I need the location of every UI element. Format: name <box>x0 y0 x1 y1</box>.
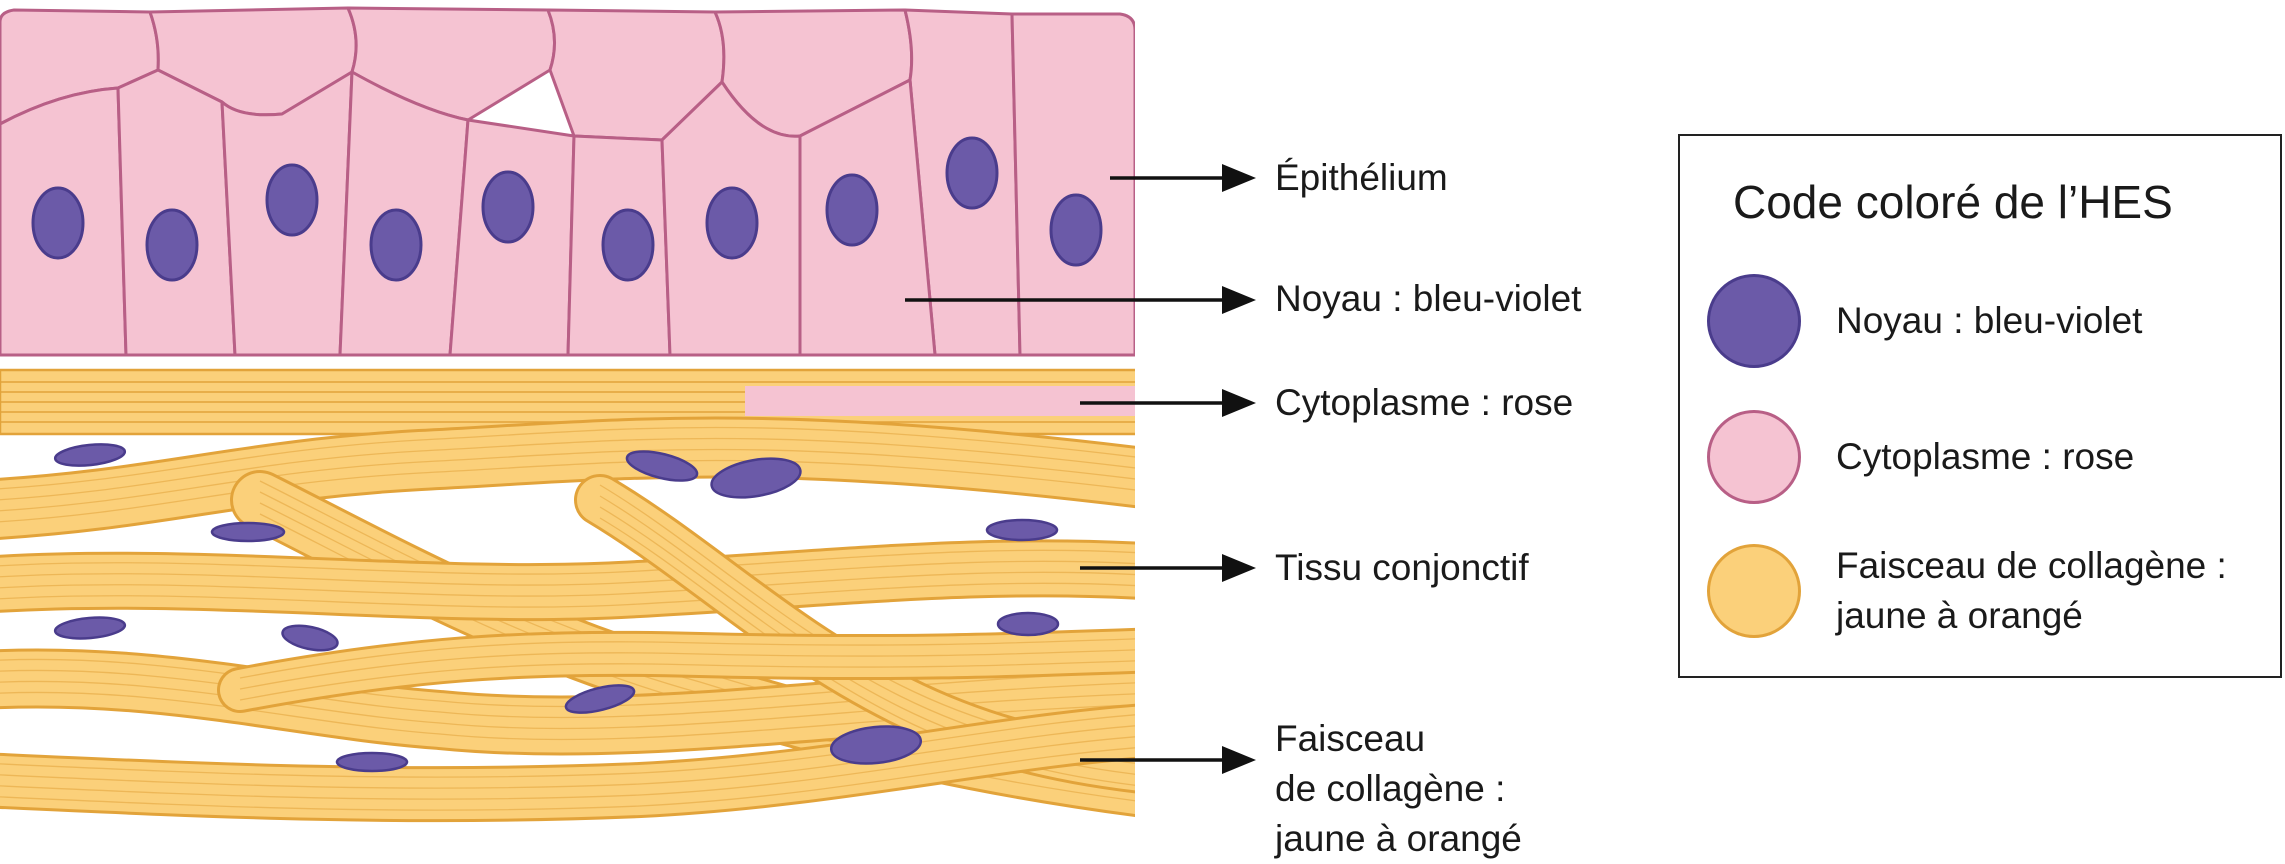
cell-nucleus <box>265 163 319 237</box>
fibroblast-nucleus <box>210 521 286 543</box>
collagen-fiber <box>599 517 1135 786</box>
arrow-cytoplasm-head <box>1222 389 1256 417</box>
fibroblast-nucleus <box>335 751 409 773</box>
callout-nucleus: Noyau : bleu-violet <box>1275 278 1582 319</box>
callout-collagen-line-1: Faisceau <box>1275 718 1426 759</box>
legend-label-collagen: Faisceau de collagène : jaune à orangé <box>1836 541 2227 641</box>
legend-swatch-nucleus <box>1707 274 1801 368</box>
cell-nucleus <box>145 208 199 282</box>
collagen-fiber <box>0 560 1135 586</box>
cell-nucleus <box>945 136 999 210</box>
collagen-fiber <box>0 549 1135 575</box>
fibroblast-nucleus <box>625 450 699 482</box>
collagen-fiber <box>239 649 1135 690</box>
legend-swatch-cytoplasm <box>1707 410 1801 504</box>
callout-epithelium: Épithélium <box>1275 157 1448 198</box>
color-legend: Code coloré de l’HES Noyau : bleu-violet… <box>1678 134 2282 678</box>
fibroblast-nucleus <box>710 457 802 499</box>
arrow-nucleus-head <box>1222 286 1256 314</box>
fibroblast-nucleus <box>53 443 127 467</box>
callout-collagen: Faisceau de collagène : jaune à orangé <box>1275 714 1605 864</box>
fibroblast-nucleus <box>829 725 923 765</box>
collagen-fiber <box>0 725 1135 789</box>
collagen-fiber <box>0 426 1135 490</box>
legend-label-nucleus: Noyau : bleu-violet <box>1836 300 2143 341</box>
cell-nucleus <box>1049 193 1103 267</box>
fibroblast-nucleus <box>996 611 1060 637</box>
cell-nucleus <box>481 170 535 244</box>
collagen-fiber <box>0 747 1135 811</box>
cell-nucleus <box>369 208 423 282</box>
collagen-bundle <box>0 542 1135 619</box>
fibroblast-nucleus <box>53 616 127 640</box>
legend-label-collagen-line-2: jaune à orangé <box>1836 595 2083 636</box>
legend-label-cytoplasm: Cytoplasme : rose <box>1836 436 2135 477</box>
connective-tissue-layer <box>0 416 1135 823</box>
collagen-fiber <box>0 571 1135 597</box>
collagen-fiber <box>0 437 1135 501</box>
collagen-fiber <box>0 736 1135 800</box>
arrow-collagen-head <box>1222 746 1256 774</box>
callout-collagen-line-2: de collagène : <box>1275 768 1506 809</box>
fibroblast-nucleus <box>564 684 636 714</box>
collagen-fiber <box>239 638 1135 679</box>
arrow-connective-tissue-head <box>1222 554 1256 582</box>
callout-arrows <box>905 164 1256 774</box>
collagen-fiber <box>0 448 1135 512</box>
cell-nucleus <box>31 186 85 260</box>
cell-nucleus <box>825 173 879 247</box>
epithelial-cell <box>1010 12 1135 357</box>
cell-nucleus <box>705 186 759 260</box>
collagen-fiber <box>0 582 1135 608</box>
collagen-fiber <box>0 714 1135 778</box>
callout-connective-tissue: Tissu conjonctif <box>1275 547 1529 588</box>
legend-swatch-collagen <box>1707 544 1801 638</box>
collagen-bundle <box>220 630 1135 710</box>
cell-nucleus <box>601 208 655 282</box>
fibroblast-nucleus <box>985 518 1059 542</box>
legend-title: Code coloré de l’HES <box>1733 176 2173 228</box>
collagen-fiber <box>239 660 1135 701</box>
callout-collagen-line-3: jaune à orangé <box>1275 818 1522 859</box>
legend-label-collagen-line-1: Faisceau de collagène : <box>1836 545 2227 586</box>
collagen-bundle <box>0 706 1135 820</box>
callout-cytoplasm: Cytoplasme : rose <box>1275 382 1574 423</box>
collagen-bundle <box>0 419 1135 537</box>
fibroblast-nucleus <box>281 624 339 652</box>
epithelium-layer <box>0 6 1135 357</box>
arrow-epithelium-head <box>1222 164 1256 192</box>
collagen-fiber <box>0 459 1135 523</box>
